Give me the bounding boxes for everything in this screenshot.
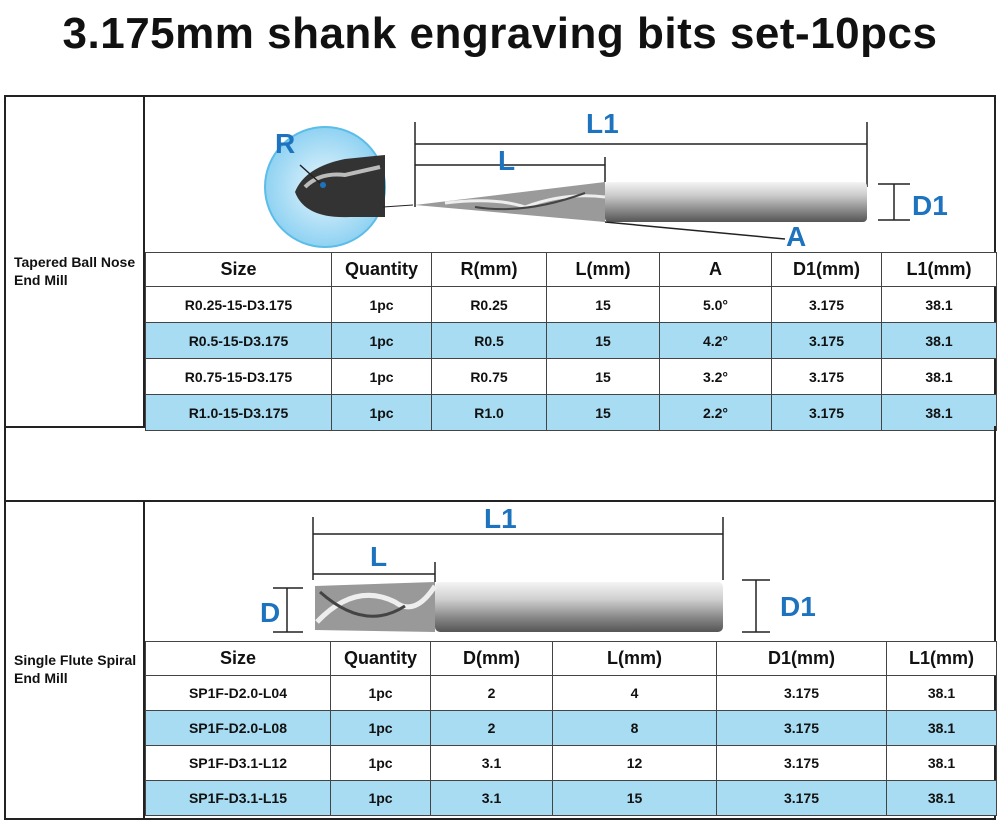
single-flute-spec-table: Size Quantity D(mm) L(mm) D1(mm) L1(mm) … xyxy=(145,641,997,816)
table-row: SP1F-D2.0-L08 1pc 2 8 3.175 38.1 xyxy=(145,710,997,746)
cell: 1pc xyxy=(331,286,432,323)
table-row: SP1F-D3.1-L15 1pc 3.1 15 3.175 38.1 xyxy=(145,780,997,816)
section1-divider xyxy=(143,95,145,428)
table-row: R0.25-15-D3.175 1pc R0.25 15 5.0° 3.175 … xyxy=(145,286,997,323)
cell: 3.1 xyxy=(430,745,553,781)
cell: 3.175 xyxy=(716,710,887,746)
cell: 38.1 xyxy=(881,358,997,395)
cell: R0.75 xyxy=(431,358,547,395)
table-row: R1.0-15-D3.175 1pc R1.0 15 2.2° 3.175 38… xyxy=(145,394,997,431)
cell: 38.1 xyxy=(881,322,997,359)
cell: 8 xyxy=(552,710,717,746)
cell: 1pc xyxy=(331,358,432,395)
section1-label: Tapered Ball Nose End Mill xyxy=(14,254,136,288)
dim-label-L: L xyxy=(370,541,388,572)
cell: SP1F-D2.0-L08 xyxy=(145,710,331,746)
section-spacer xyxy=(4,426,996,502)
cell: 3.175 xyxy=(771,322,882,359)
cell: 3.175 xyxy=(716,745,887,781)
cell: 4 xyxy=(552,675,717,711)
cell: 3.2° xyxy=(659,358,772,395)
dim-label-D: D xyxy=(260,597,281,628)
cell: 3.1 xyxy=(430,780,553,816)
cell: 2 xyxy=(430,675,553,711)
col-header: D1(mm) xyxy=(771,252,882,287)
cell: 38.1 xyxy=(886,710,997,746)
cell: 1pc xyxy=(330,675,431,711)
cell: 5.0° xyxy=(659,286,772,323)
cell: SP1F-D3.1-L12 xyxy=(145,745,331,781)
cell: 15 xyxy=(552,780,717,816)
col-header: D1(mm) xyxy=(716,641,887,676)
cell: R0.25 xyxy=(431,286,547,323)
tapered-shank xyxy=(605,182,867,222)
cell: 2.2° xyxy=(659,394,772,431)
dim-label-R: R xyxy=(275,128,296,159)
col-header: L(mm) xyxy=(552,641,717,676)
dim-label-L1: L1 xyxy=(484,503,517,534)
cell: 4.2° xyxy=(659,322,772,359)
cell: SP1F-D3.1-L15 xyxy=(145,780,331,816)
tapered-ball-spec-table: Size Quantity R(mm) L(mm) A D1(mm) L1(mm… xyxy=(145,252,997,431)
cell: 15 xyxy=(546,358,660,395)
cell: 15 xyxy=(546,322,660,359)
col-header: A xyxy=(659,252,772,287)
cell: 2 xyxy=(430,710,553,746)
cell: R1.0-15-D3.175 xyxy=(145,394,332,431)
col-header: L1(mm) xyxy=(881,252,997,287)
cell: R0.5 xyxy=(431,322,547,359)
dim-label-L: L xyxy=(498,145,516,176)
cell: 15 xyxy=(546,286,660,323)
col-header: L(mm) xyxy=(546,252,660,287)
cell: 3.175 xyxy=(771,358,882,395)
cell: 38.1 xyxy=(881,286,997,323)
dim-label-D1: D1 xyxy=(780,591,816,622)
single-flute-cutter xyxy=(315,582,435,632)
cell: R0.75-15-D3.175 xyxy=(145,358,332,395)
table-header-row: Size Quantity D(mm) L(mm) D1(mm) L1(mm) xyxy=(145,641,997,676)
cell: 12 xyxy=(552,745,717,781)
cell: 38.1 xyxy=(886,745,997,781)
single-flute-diagram xyxy=(273,517,770,633)
cell: 1pc xyxy=(330,780,431,816)
dim-label-A: A xyxy=(786,221,807,252)
col-header: Size xyxy=(145,252,332,287)
table-row: R0.5-15-D3.175 1pc R0.5 15 4.2° 3.175 38… xyxy=(145,322,997,359)
col-header: Size xyxy=(145,641,331,676)
col-header: D(mm) xyxy=(430,641,553,676)
cell: R0.25-15-D3.175 xyxy=(145,286,332,323)
cell: R0.5-15-D3.175 xyxy=(145,322,332,359)
cell: 3.175 xyxy=(771,394,882,431)
table-row: R0.75-15-D3.175 1pc R0.75 15 3.2° 3.175 … xyxy=(145,358,997,395)
cell: 3.175 xyxy=(716,780,887,816)
col-header: Quantity xyxy=(331,252,432,287)
cell: 1pc xyxy=(330,745,431,781)
table-header-row: Size Quantity R(mm) L(mm) A D1(mm) L1(mm… xyxy=(145,252,997,287)
section2-divider xyxy=(143,500,145,820)
cell: 3.175 xyxy=(716,675,887,711)
cell: 38.1 xyxy=(881,394,997,431)
cell: 38.1 xyxy=(886,675,997,711)
section2-label: Single Flute Spiral End Mill xyxy=(14,652,137,686)
tapered-ball-diagram xyxy=(264,122,910,248)
dim-label-L1: L1 xyxy=(586,108,619,139)
cell: 1pc xyxy=(331,322,432,359)
dim-label-D1: D1 xyxy=(912,190,948,221)
table-row: SP1F-D3.1-L12 1pc 3.1 12 3.175 38.1 xyxy=(145,745,997,781)
table-row: SP1F-D2.0-L04 1pc 2 4 3.175 38.1 xyxy=(145,675,997,711)
page-title: 3.175mm shank engraving bits set-10pcs xyxy=(62,9,938,58)
cell: 3.175 xyxy=(771,286,882,323)
cell: SP1F-D2.0-L04 xyxy=(145,675,331,711)
cell: 1pc xyxy=(330,710,431,746)
single-flute-shank xyxy=(435,582,723,632)
col-header: R(mm) xyxy=(431,252,547,287)
col-header: L1(mm) xyxy=(886,641,997,676)
col-header: Quantity xyxy=(330,641,431,676)
cell: 38.1 xyxy=(886,780,997,816)
